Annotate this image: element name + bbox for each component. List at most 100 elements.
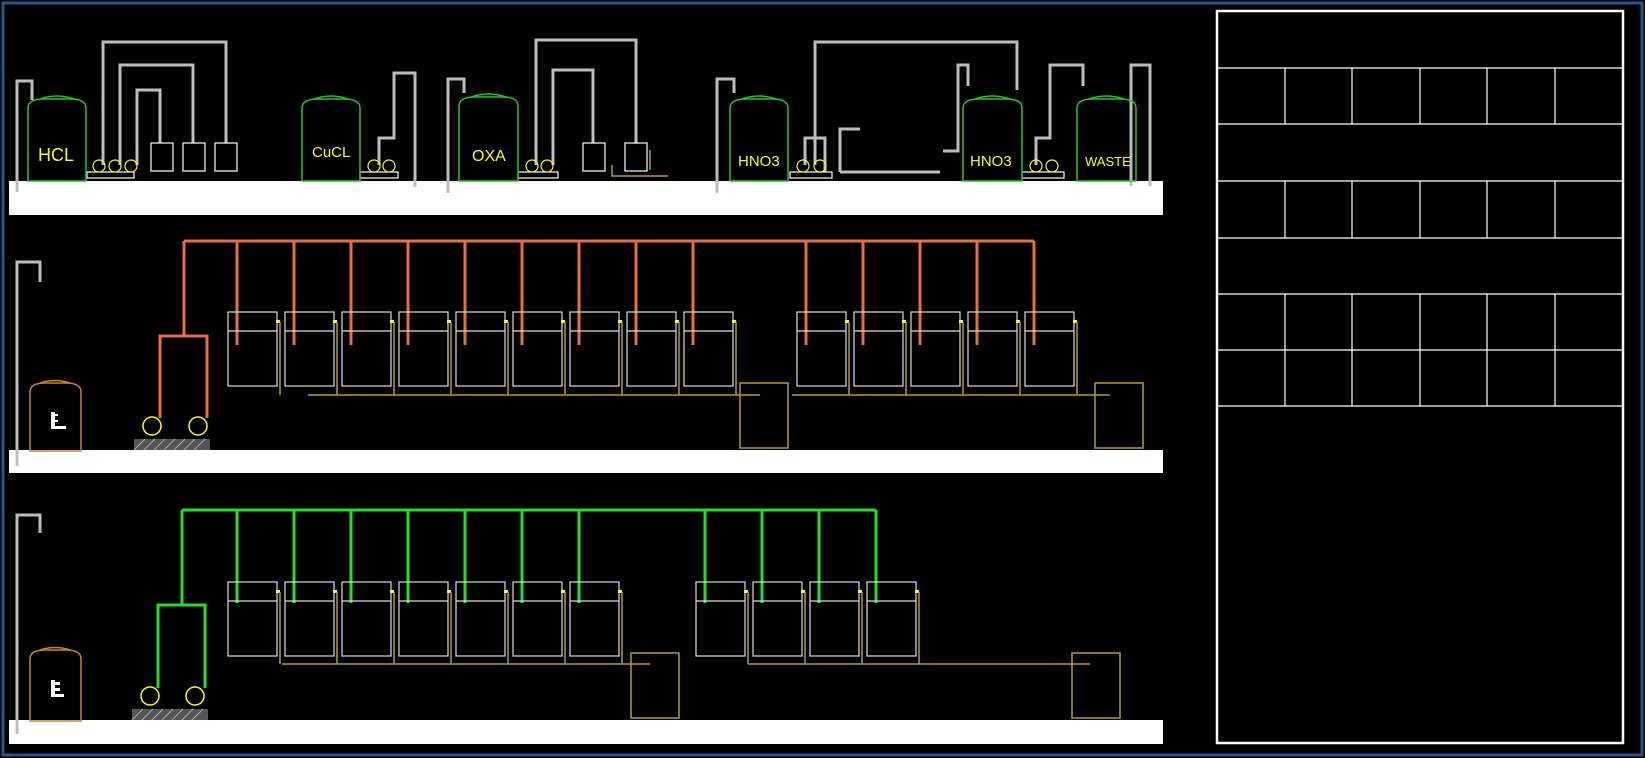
pump-discharge [156,510,207,688]
pipe-cucl [377,71,417,187]
pump-base-hatched [131,708,208,721]
overflow-marker [561,590,565,593]
top-row: HCL CuCL OXA HNO3 HNO3 WASTE [9,38,1163,215]
middle-floor [9,450,1163,473]
process-tank [284,581,335,657]
collection-tank [1071,652,1121,719]
pump-icon [140,686,160,706]
overflow-marker [276,590,280,593]
tank-label: CuCL [312,144,350,161]
pipe-oxa-1 [534,38,638,165]
process-tank [853,311,904,387]
pump-icon [1029,159,1043,173]
process-tank [512,581,563,657]
pump-icon [142,416,162,436]
process-tank [398,581,449,657]
pipe-hno3-5 [943,63,970,153]
pump-icon [382,159,396,173]
overflow-marker [447,320,451,323]
overflow-marker [801,590,805,593]
vent-pipe [15,260,42,466]
process-box [182,142,206,172]
tank-label: HNO3 [970,153,1012,170]
pipe-waste-vent [1129,63,1152,186]
tank-hno3-b [962,95,1023,182]
process-box [214,142,238,172]
overflow-marker [675,320,679,323]
overflow-marker [447,590,451,593]
overflow-marker [504,320,508,323]
pipe-hcl-1 [101,40,228,165]
overflow-marker [1016,320,1020,323]
process-tank [284,311,335,387]
process-tank [752,581,803,657]
bottom-floor [9,720,1163,744]
title-block-border [1215,9,1625,745]
process-tank [967,311,1018,387]
pump-icon [188,416,208,436]
pipe-oxa-2 [551,68,595,165]
overflow-marker [390,320,394,323]
process-tank [341,581,392,657]
collection-tank [630,652,680,719]
vent-pipe [15,513,42,734]
pipe-hno3-2 [803,136,827,172]
overflow-marker [1073,320,1077,323]
pump-discharge [158,241,209,418]
overflow-marker [618,590,622,593]
overflow-marker [333,590,337,593]
drain-lines [279,592,1090,665]
tank-oxa [458,93,519,182]
process-tank [455,311,506,387]
tank-label: OXA [472,148,506,165]
title-block-table [1215,9,1625,745]
process-tank [866,581,917,657]
process-tank [398,311,449,387]
overflow-marker [858,590,862,593]
top-floor [9,181,1163,215]
process-tank-group [227,581,919,657]
process-tank [569,311,620,387]
pump-icon [540,159,554,173]
vent-pipe [15,79,34,192]
pump-base [359,171,399,179]
pump-icon [108,159,122,173]
overflow-marker [915,590,919,593]
process-tank [809,581,860,657]
level-gauge [51,680,64,697]
process-tank [910,311,961,387]
tank-label: WASTE [1085,154,1131,169]
process-tank [626,311,677,387]
tank-hcl [27,95,87,182]
pump-icon [813,159,827,173]
process-tank [512,311,563,387]
middle-row [9,239,1163,473]
pump-icon [92,159,106,173]
pump-base [1021,171,1065,179]
storage-tank-orange [29,646,82,722]
pump-icon [525,159,539,173]
tank-label: HNO3 [738,153,780,170]
pump-icon [796,159,810,173]
overflow-marker [902,320,906,323]
process-tank-group [227,311,1077,387]
process-box [150,142,174,172]
overflow-marker [845,320,849,323]
drain-line [611,165,668,177]
pipe-hno3-1 [813,40,1019,165]
pipe-hcl-3 [135,88,162,165]
pump-base [86,171,135,179]
overflow-marker [333,320,337,323]
pump-icon [185,686,205,706]
supply-pipe-green [156,508,878,688]
process-tank [227,581,278,657]
level-gauge [51,412,66,429]
overflow-marker [504,590,508,593]
process-tank [341,311,392,387]
supply-pipe-orange [158,239,1036,418]
pump-icon [367,159,381,173]
process-tank [227,311,278,387]
process-tank [569,581,620,657]
process-box [624,142,648,172]
